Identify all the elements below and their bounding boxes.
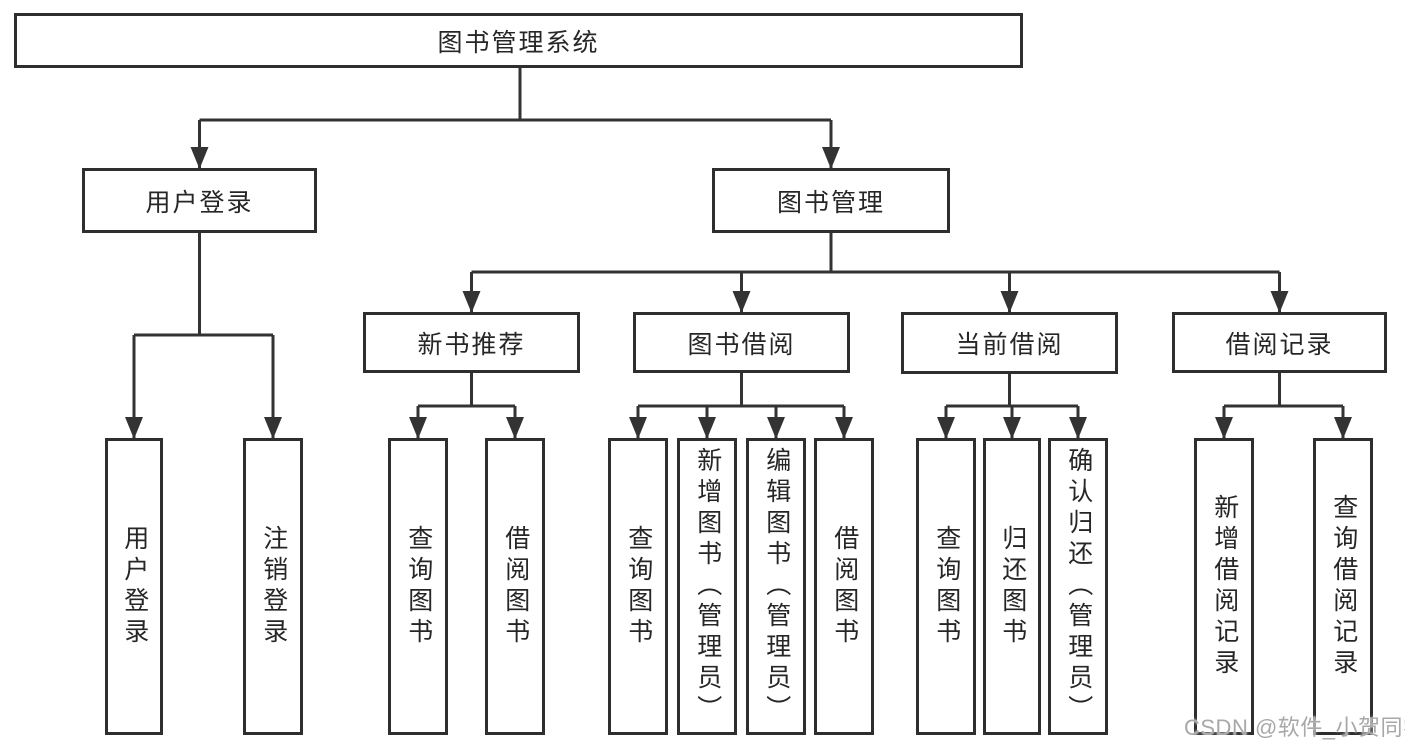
leaf-query-books-borrow: 查询图书	[608, 438, 668, 735]
connector-root-trunk	[199, 68, 831, 122]
leaf-query-books-recommend: 查询图书	[388, 438, 448, 735]
node-label: 注销登录	[259, 524, 288, 649]
node-label: 查询图书	[624, 524, 653, 649]
node-label: 用户登录	[145, 188, 254, 217]
node-label: 图书借阅	[687, 330, 796, 359]
node-label: 查询借阅记录	[1329, 493, 1358, 680]
node-label: 图书管理	[776, 188, 885, 217]
leaf-query-borrow-record: 查询借阅记录	[1313, 438, 1373, 735]
node-label: 确认归还（管理员）	[1064, 447, 1093, 726]
node-label: 新书推荐	[417, 330, 526, 359]
node-borrow-records: 借阅记录	[1172, 312, 1387, 373]
csdn-watermark: CSDN @软件_小贺同学	[1184, 715, 1405, 740]
connector-new-book-trunk	[418, 373, 515, 408]
node-root-library-system: 图书管理系统	[14, 13, 1023, 68]
connector-borrow-records-trunk	[1224, 373, 1343, 408]
node-book-management: 图书管理	[712, 168, 950, 233]
node-label: 查询图书	[932, 524, 961, 649]
node-new-book-recommend: 新书推荐	[363, 312, 580, 373]
node-label: 查询图书	[404, 524, 433, 649]
node-label: 借阅图书	[501, 524, 530, 649]
node-label: 编辑图书（管理员）	[762, 447, 791, 726]
node-user-login: 用户登录	[82, 168, 317, 233]
leaf-add-books-admin: 新增图书（管理员）	[677, 438, 737, 735]
node-label: 借阅记录	[1225, 330, 1334, 359]
connector-book-mgmt-trunk	[471, 233, 1280, 274]
node-label: 图书管理系统	[437, 28, 600, 57]
leaf-borrow-books: 借阅图书	[814, 438, 874, 735]
leaf-borrow-books-recommend: 借阅图书	[485, 438, 545, 735]
node-label: 借阅图书	[830, 524, 859, 649]
leaf-user-login: 用户登录	[105, 438, 163, 735]
connector-book-borrow-trunk	[638, 373, 844, 408]
leaf-add-borrow-record: 新增借阅记录	[1194, 438, 1254, 735]
node-book-borrow: 图书借阅	[633, 312, 850, 373]
node-label: 归还图书	[998, 524, 1027, 649]
leaf-logout: 注销登录	[243, 438, 303, 735]
connector-user-login-trunk	[134, 233, 273, 337]
node-label: 新增借阅记录	[1210, 493, 1239, 680]
leaf-return-books: 归还图书	[983, 438, 1041, 735]
connector-current-borrow-trunk	[946, 373, 1078, 408]
leaf-query-books-current: 查询图书	[916, 438, 976, 735]
node-label: 新增图书（管理员）	[693, 447, 722, 726]
node-label: 当前借阅	[955, 331, 1064, 359]
leaf-confirm-return-admin: 确认归还（管理员）	[1048, 438, 1108, 735]
node-current-borrow: 当前借阅	[901, 312, 1118, 374]
leaf-edit-books-admin: 编辑图书（管理员）	[746, 438, 806, 735]
node-label: 用户登录	[120, 524, 149, 649]
